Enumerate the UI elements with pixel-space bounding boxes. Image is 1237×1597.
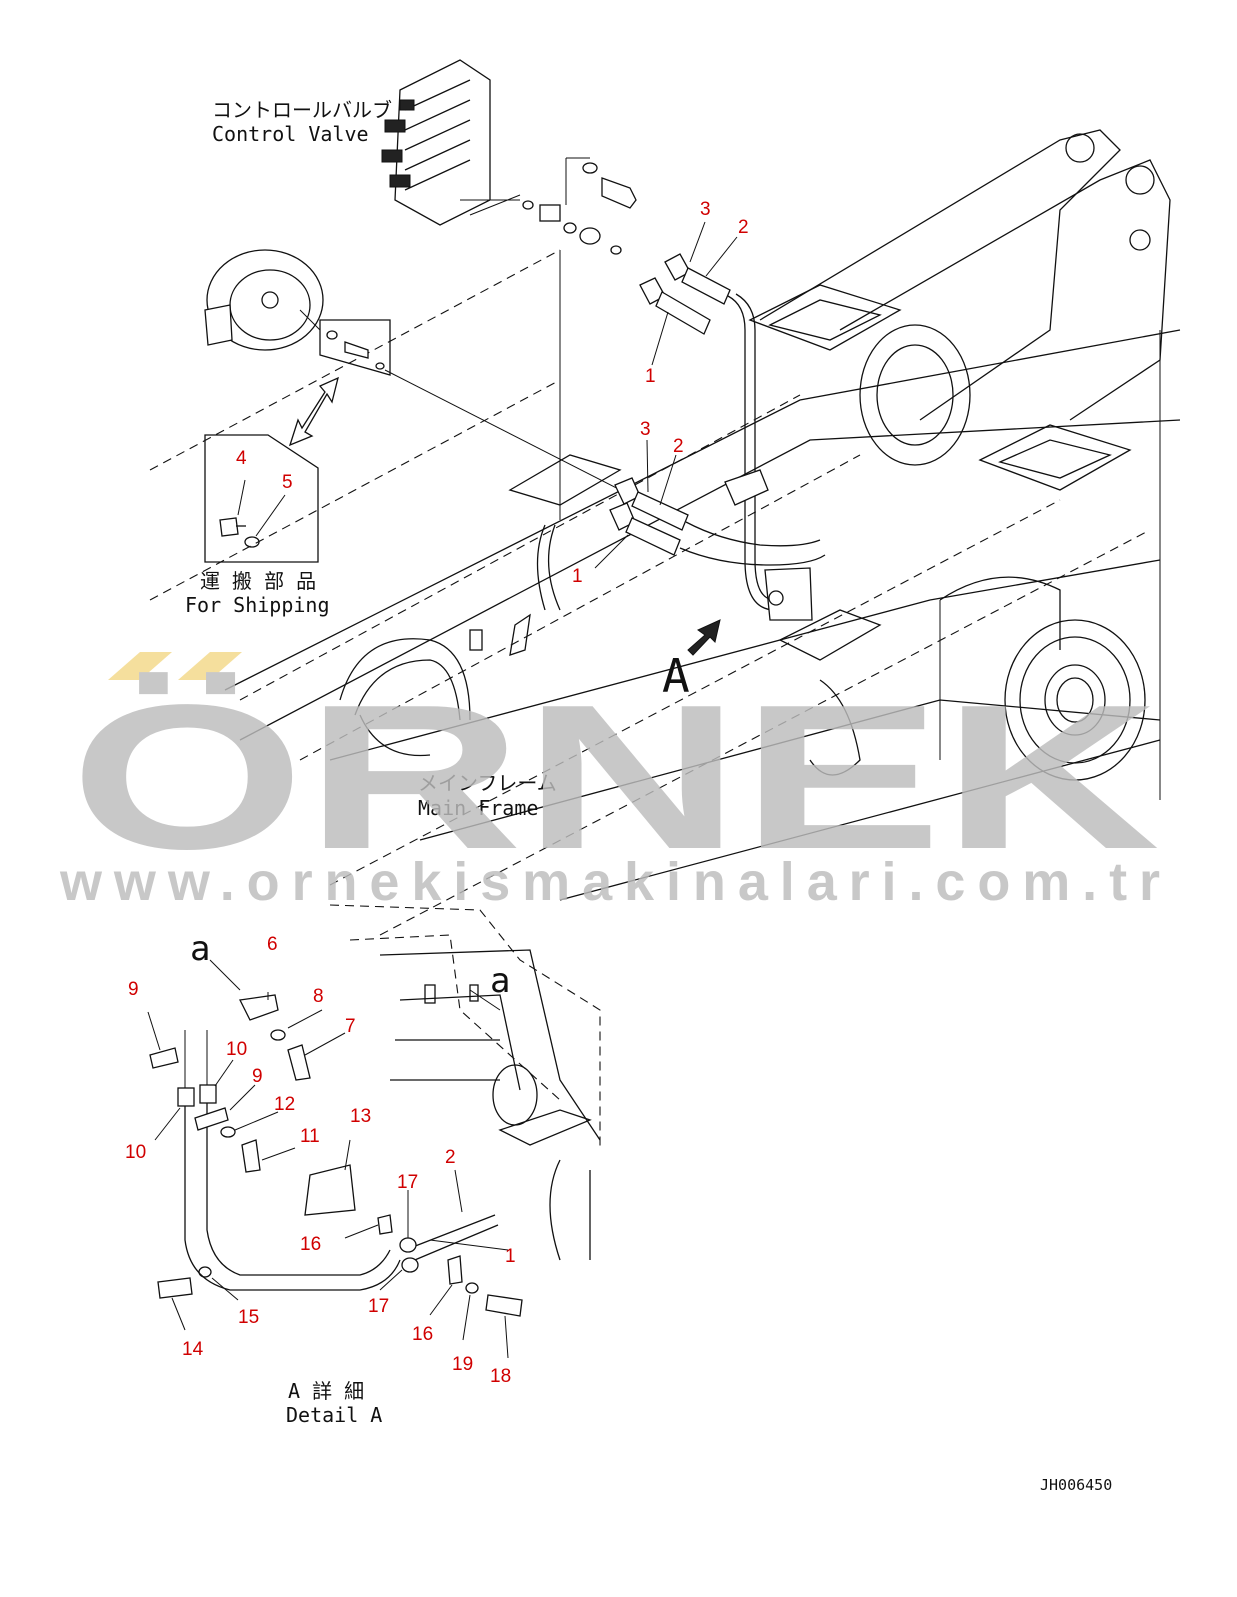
- watermark-accent-right: [178, 652, 242, 680]
- watermark-url: www.ornekismakinalari.com.tr: [59, 852, 1160, 912]
- callout-mid-3: 3: [640, 419, 651, 440]
- shipping-label-jp: 運 搬 部 品: [200, 569, 316, 593]
- control-valve-drawing: [381, 59, 637, 255]
- disc-assembly-drawing: [204, 249, 641, 501]
- callout-det-14: 14: [182, 1339, 204, 1360]
- main-frame-drawing: [149, 129, 1181, 936]
- callout-det-12: 12: [274, 1094, 295, 1115]
- callout-det-6: 6: [267, 934, 278, 955]
- control-valve-label-en: Control Valve: [212, 122, 369, 146]
- callout-det-10a: 10: [226, 1039, 247, 1060]
- shipping-label-en: For Shipping: [185, 593, 330, 617]
- callout-det-10b: 10: [125, 1142, 146, 1163]
- callout-det-17b: 17: [368, 1296, 389, 1317]
- callout-det-16a: 16: [300, 1234, 321, 1255]
- callout-det-9b: 9: [252, 1066, 263, 1087]
- watermark: ÖRNEK www.ornekismakinalari.com.tr: [59, 652, 1160, 912]
- hose-assembly-drawing: [609, 253, 826, 621]
- double-arrow-icon: [288, 376, 339, 447]
- callout-mid-2: 2: [673, 436, 684, 457]
- callout-det-16b: 16: [412, 1324, 433, 1345]
- callout-upper-3: 3: [700, 199, 711, 220]
- main-frame-label-en: Main Frame: [418, 796, 538, 820]
- callout-det-1: 1: [505, 1246, 516, 1267]
- shipping-box: [204, 434, 319, 563]
- callout-ship-4: 4: [236, 448, 247, 469]
- detail-frame-drawing: [329, 904, 601, 1261]
- watermark-brand: ÖRNEK: [70, 662, 1160, 892]
- callout-det-18: 18: [490, 1366, 511, 1387]
- drawing-code: JH006450: [1040, 1476, 1112, 1494]
- callout-det-8: 8: [313, 986, 324, 1007]
- leader-lines: [147, 221, 738, 1359]
- callouts: 3 2 1 3 2 1 4 5 6 9 8 7 10 9 12 10 11 13…: [125, 199, 749, 1387]
- watermark-accent-left: [108, 652, 172, 680]
- callout-det-19: 19: [452, 1354, 473, 1375]
- control-valve-label-jp: コントロールバルブ: [212, 98, 392, 122]
- view-arrow-icon: [687, 619, 721, 656]
- sub-view-label-right: a: [490, 961, 510, 1001]
- view-arrow-label: A: [662, 649, 690, 703]
- callout-mid-1: 1: [572, 566, 583, 587]
- callout-det-11: 11: [300, 1126, 320, 1147]
- main-frame-label-jp: メインフレーム: [418, 771, 557, 795]
- callout-ship-5: 5: [282, 472, 293, 493]
- callout-det-9a: 9: [128, 979, 139, 1000]
- callout-upper-2: 2: [738, 217, 749, 238]
- callout-det-7: 7: [345, 1016, 356, 1037]
- callout-det-15: 15: [238, 1307, 259, 1328]
- detail-a-drawing: [149, 959, 523, 1317]
- callout-upper-1: 1: [645, 366, 656, 387]
- sub-view-label-left: a: [190, 929, 210, 969]
- callout-det-2: 2: [445, 1147, 456, 1168]
- detail-label-jp: A 詳 細: [288, 1379, 364, 1403]
- detail-label-en: Detail A: [286, 1403, 382, 1427]
- callout-det-13: 13: [350, 1106, 371, 1127]
- callout-det-17a: 17: [397, 1172, 418, 1193]
